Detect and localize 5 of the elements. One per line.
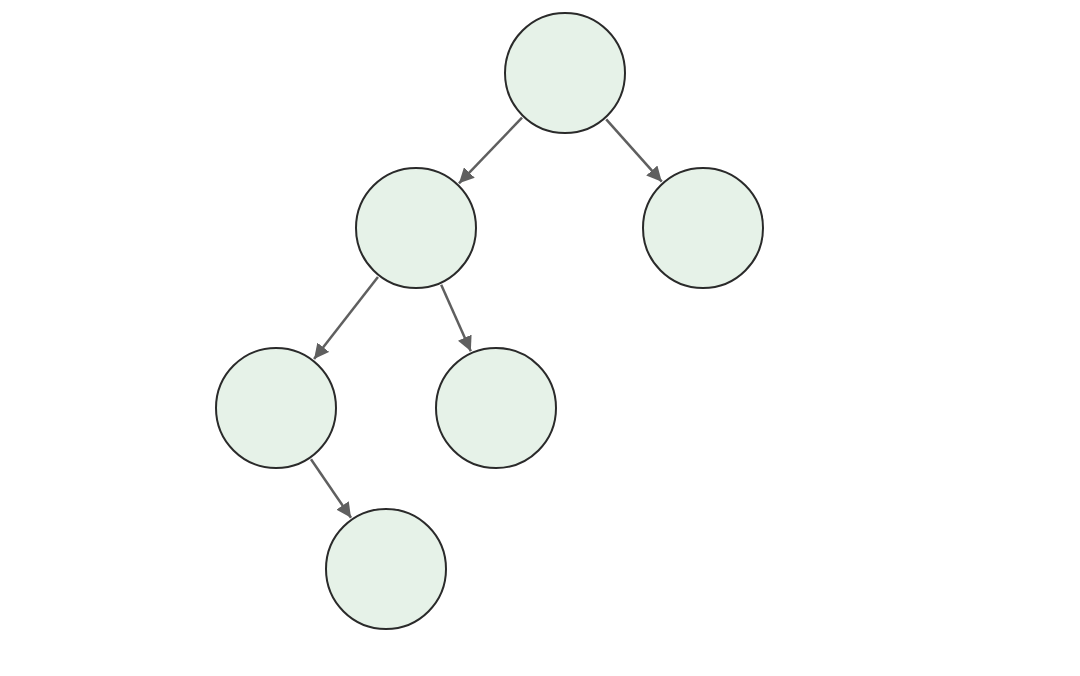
arrow xyxy=(605,118,663,183)
arrow xyxy=(313,276,379,360)
arrow xyxy=(440,284,472,352)
arrow xyxy=(458,116,523,185)
arrow xyxy=(309,458,353,519)
